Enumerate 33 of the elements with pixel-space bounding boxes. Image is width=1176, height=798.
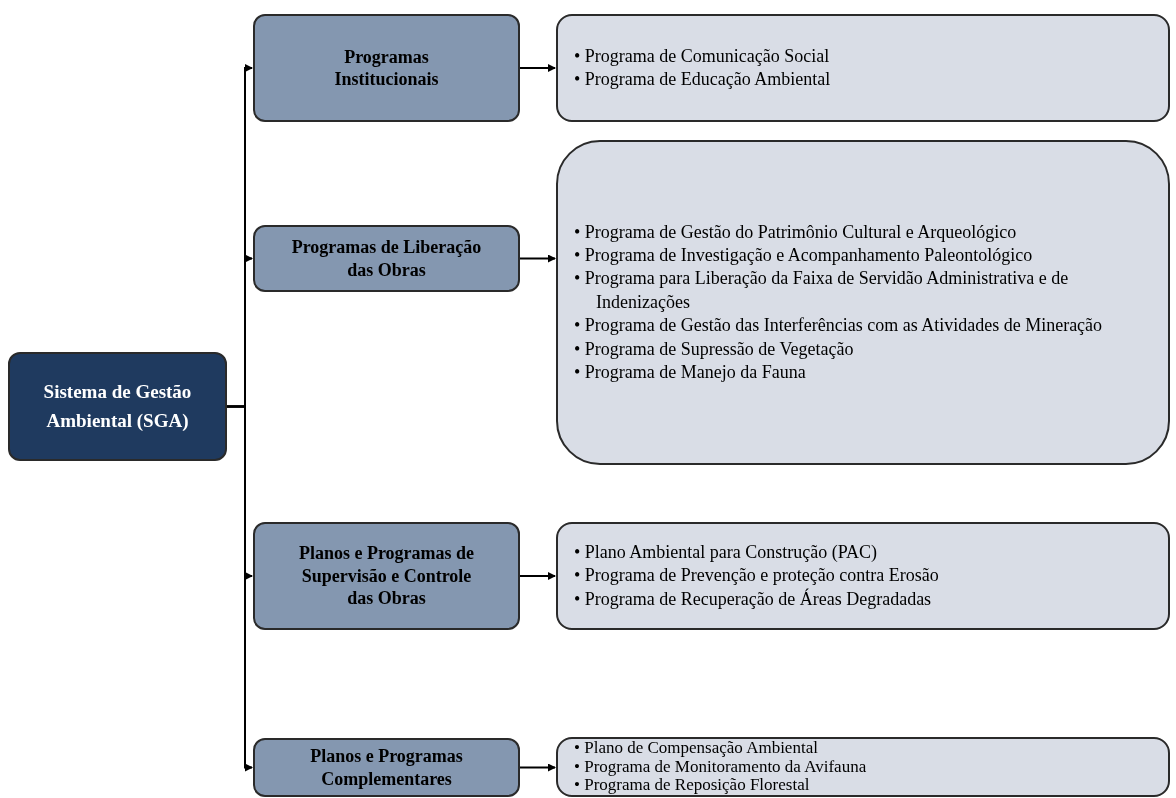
list-box (556, 737, 1170, 797)
list-box (556, 522, 1170, 630)
arrow (519, 254, 556, 263)
list-item: • Plano Ambiental para Construção (PAC) (574, 540, 879, 564)
category-box (253, 738, 520, 797)
category-box (253, 522, 520, 630)
arrow (519, 572, 556, 580)
node-title: Programas Institucionais (333, 45, 440, 91)
node-title: Programas de Liberação das Obras (291, 236, 482, 281)
list-item: • Plano de Compensação Ambiental (574, 739, 819, 758)
list-box (556, 14, 1170, 122)
list-item: • Programa de Reposição Florestal (574, 776, 811, 795)
list-item: • Programa de Recuperação de Áreas Degradadas (574, 587, 933, 611)
list-item: • Programa de Comunicação Social (574, 44, 831, 68)
node-title: Planos e Programas de Supervisão e Controle das Obras (297, 542, 476, 610)
list-item: • Programa de Gestão das Interferências com as Atividades de Mineração (574, 314, 1104, 338)
list-item: • Programa de Investigação e Acompanhamento Paleontológico (574, 244, 1034, 267)
list-item: • Programa de Supressão de Vegetação (574, 337, 855, 361)
list-item: • Programa de Educação Ambiental (574, 68, 832, 91)
category-box (253, 225, 520, 292)
node-title: Planos e Programas Complementares (309, 745, 464, 790)
list-item: • Programa para Liberação da Faixa de Servidão Administrativa e de Indenizações (574, 267, 1070, 314)
root-box (8, 352, 227, 461)
list-item: • Programa de Manejo da Fauna (574, 360, 807, 384)
arrow (519, 763, 556, 772)
list-item: • Programa de Monitoramento da Avifauna (574, 757, 868, 777)
list-box (556, 140, 1170, 465)
list-item: • Programa de Prevenção e proteção contra Erosão (574, 564, 940, 588)
category-box (253, 14, 520, 122)
list-item: • Programa de Gestão do Patrimônio Cultural e Arqueológico (574, 220, 1018, 244)
arrow (519, 64, 556, 72)
node-title: Sistema de Gestão Ambiental (SGA) (42, 380, 193, 433)
arrow (226, 405, 253, 772)
